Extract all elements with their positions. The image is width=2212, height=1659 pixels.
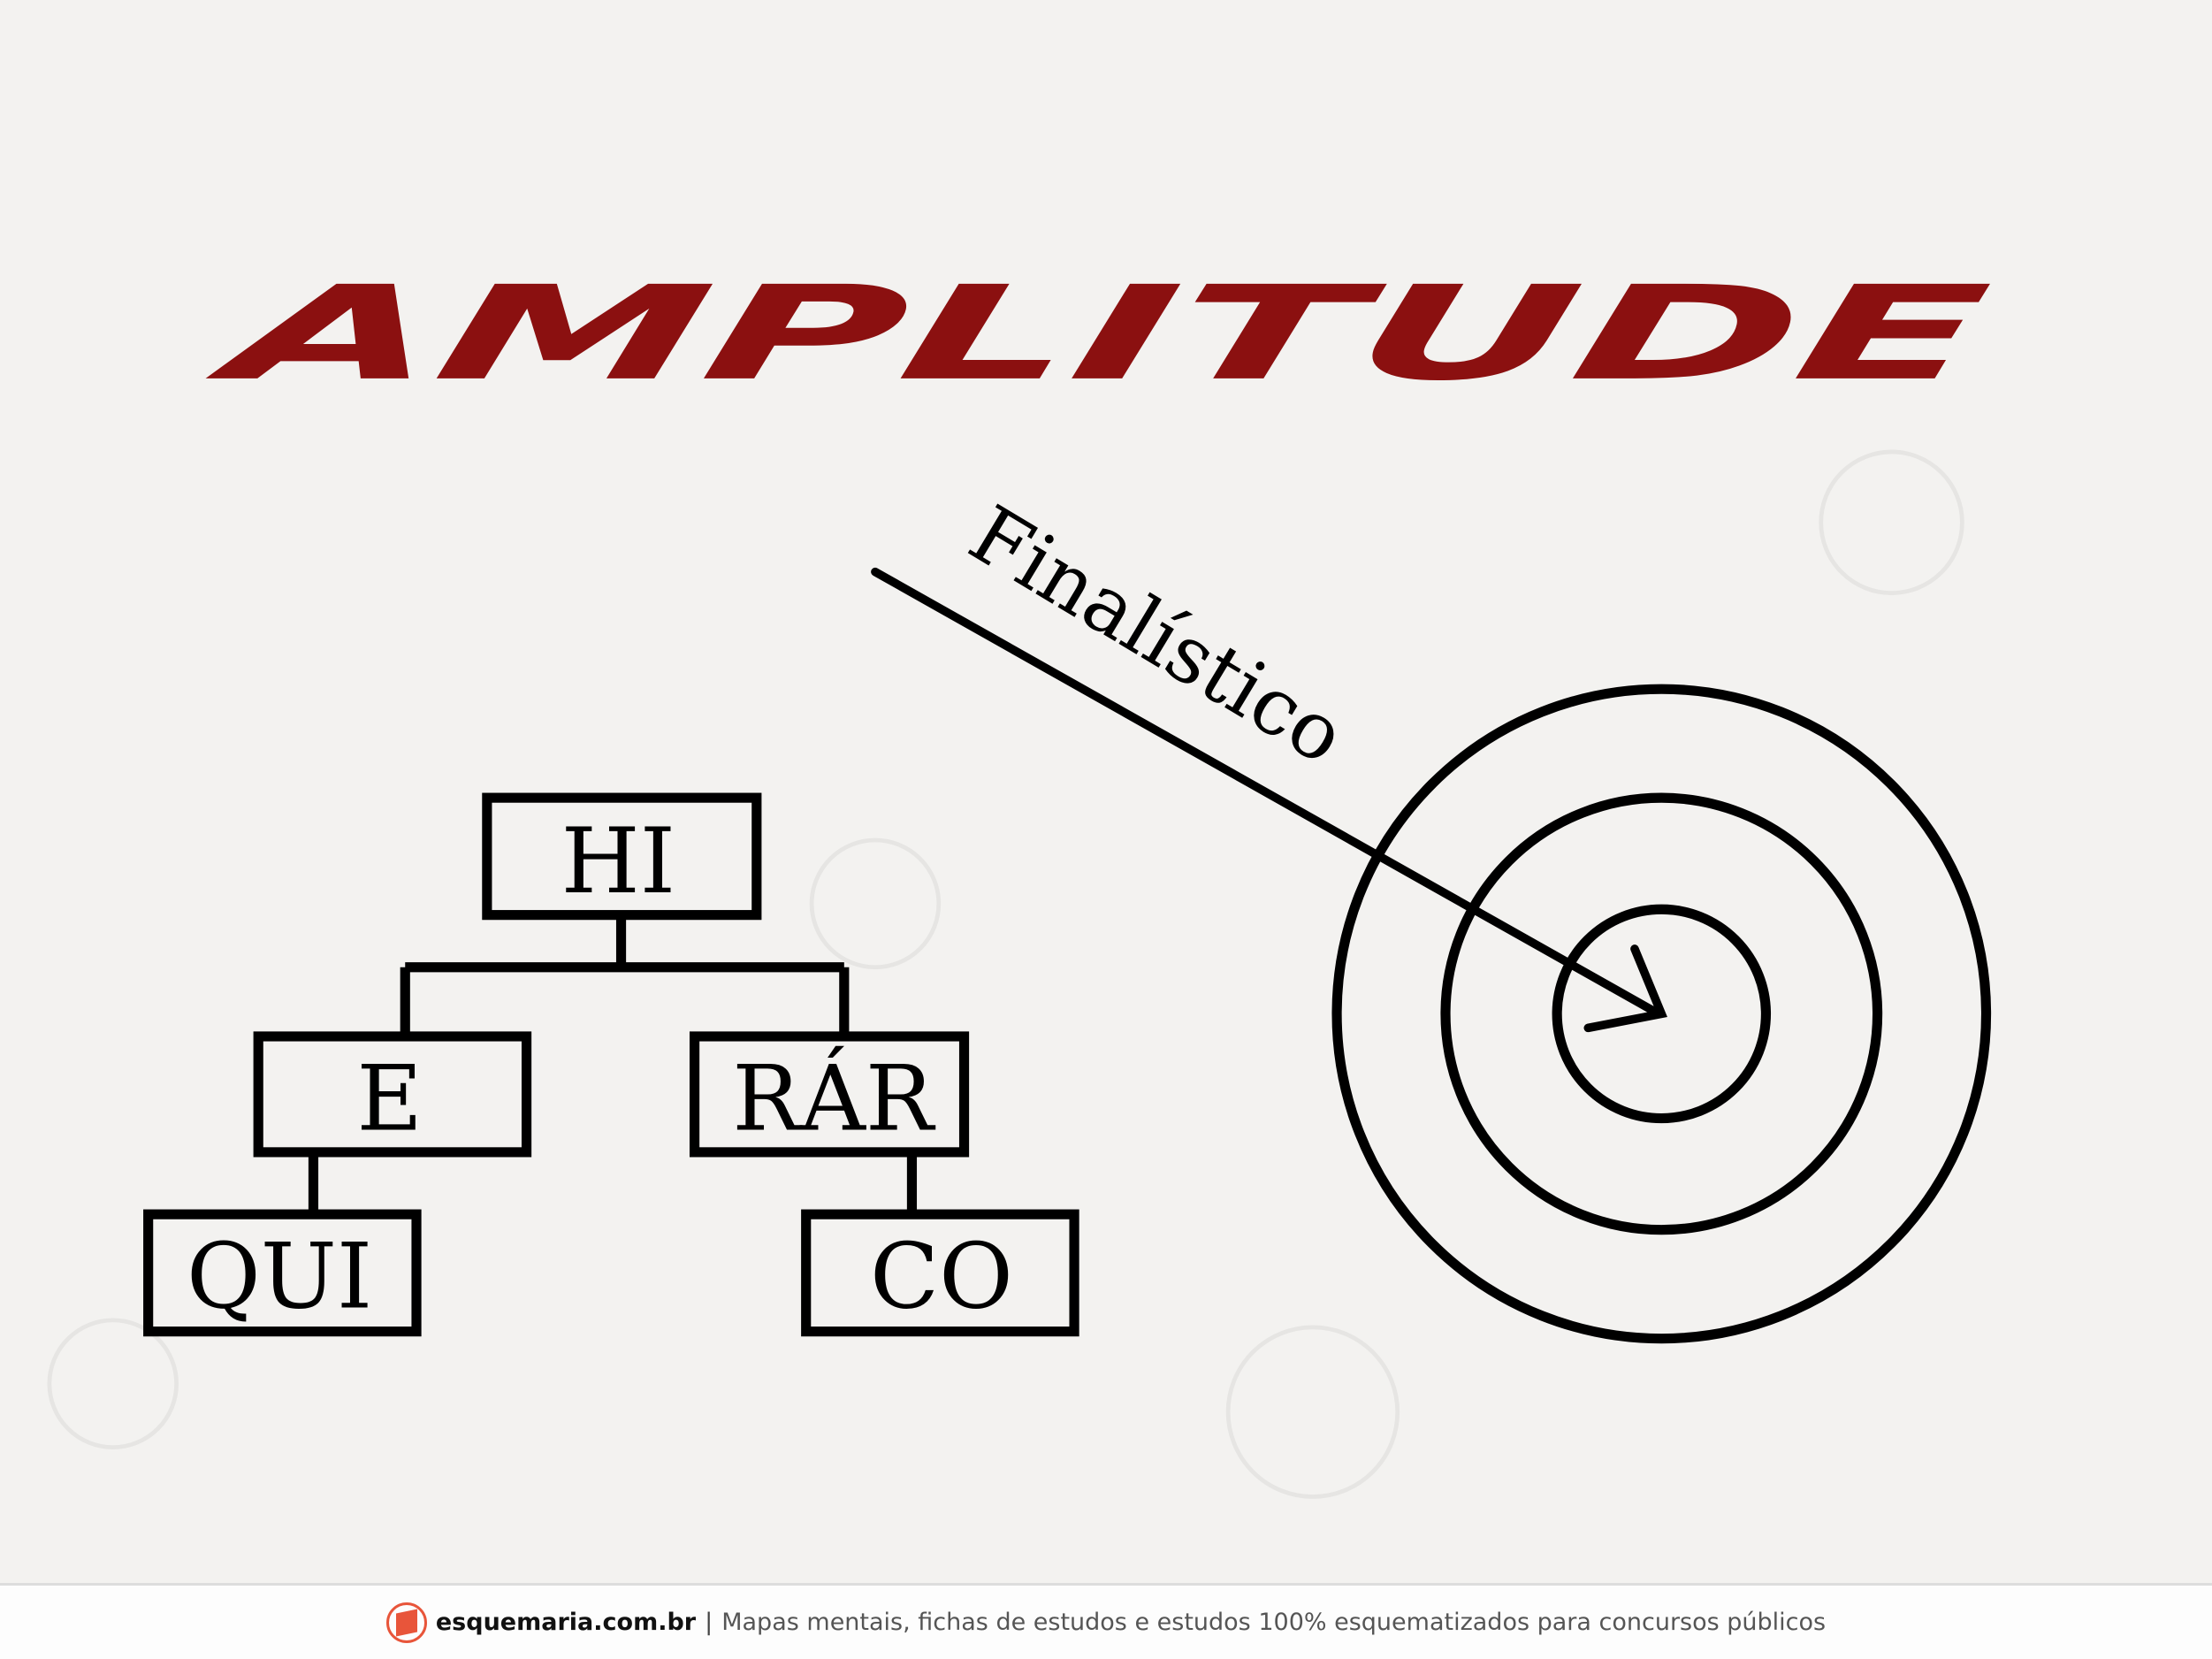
arrow-label: Finalístico xyxy=(954,488,1360,783)
box-rar xyxy=(689,1031,970,1158)
label-qui: QUI xyxy=(187,1225,372,1330)
footer: esquemaria.com.br | Mapas mentais, ficha… xyxy=(0,1583,2212,1659)
box-co xyxy=(801,1209,1079,1337)
footer-brand[interactable]: esquemaria.com.br xyxy=(435,1609,697,1636)
label-rar: RÁR xyxy=(732,1044,936,1151)
diagram-canvas: AMPLITUDE HI E RÁR QUI CO Finalístico xyxy=(47,258,1999,1499)
hierarchy-tree xyxy=(143,792,1079,1337)
label-hi: HI xyxy=(561,809,675,914)
watermark-pattern xyxy=(47,449,1964,1499)
arrow xyxy=(871,567,1667,1033)
label-co: CO xyxy=(870,1225,1013,1330)
footer-tagline: Mapas mentais, fichas de estudos e estud… xyxy=(721,1609,1827,1636)
brand-logo-icon xyxy=(385,1602,427,1643)
box-hi xyxy=(482,792,762,921)
connector xyxy=(308,917,918,1212)
label-e: E xyxy=(356,1046,423,1151)
title: AMPLITUDE xyxy=(198,258,1999,409)
box-qui xyxy=(143,1209,422,1337)
target-icon xyxy=(1331,684,1992,1344)
footer-separator: | xyxy=(705,1609,713,1636)
box-e xyxy=(253,1031,532,1158)
